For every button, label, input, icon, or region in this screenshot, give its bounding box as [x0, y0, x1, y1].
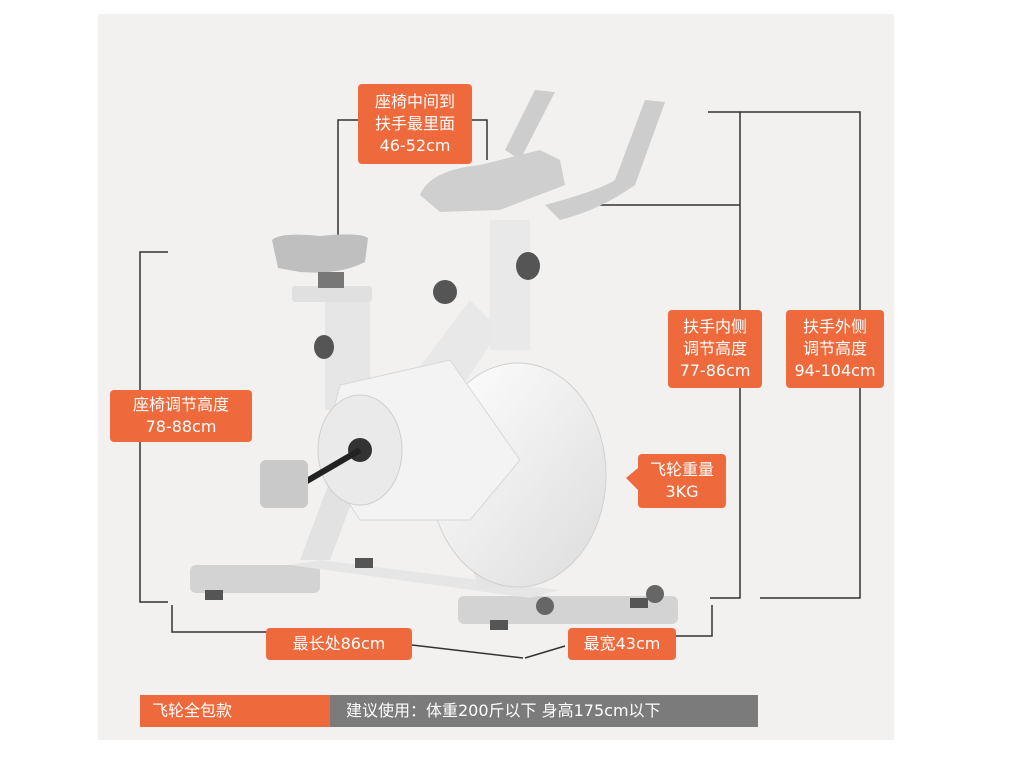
max-width-text: 最宽43cm: [583, 634, 661, 653]
callout-pointer: [626, 468, 638, 490]
footer-recommendation: 建议使用：体重200斤以下 身高175cm以下: [330, 695, 758, 727]
max-length-label: 最长处86cm: [266, 628, 412, 660]
flywheel: [260, 359, 607, 588]
handle-inner-height-label: 扶手内侧 调节高度 77-86cm: [668, 310, 762, 388]
footer-badge: 飞轮全包款: [140, 695, 330, 727]
max-width-label: 最宽43cm: [568, 628, 676, 660]
handle-inner-line1: 扶手内侧: [682, 317, 747, 336]
handle-outer-line1: 扶手外侧: [802, 317, 867, 336]
seat: [272, 234, 368, 359]
seat-height-line1: 座椅调节高度: [132, 395, 229, 414]
seat-height-label: 座椅调节高度 78-88cm: [110, 390, 252, 442]
seat-to-handle-label: 座椅中间到 扶手最里面 46-52cm: [358, 84, 472, 164]
max-length-text: 最长处86cm: [292, 634, 386, 653]
bike-base: [190, 558, 678, 630]
flywheel-weight-line1: 飞轮重量: [649, 460, 714, 479]
handlebar: [420, 90, 665, 304]
seat-to-handle-line2: 扶手最里面: [374, 114, 455, 133]
handle-inner-value: 77-86cm: [679, 361, 751, 380]
handle-outer-value: 94-104cm: [794, 361, 876, 380]
flywheel-weight-label: 飞轮重量 3KG: [638, 454, 726, 508]
flywheel-weight-value: 3KG: [665, 482, 699, 501]
seat-height-value: 78-88cm: [145, 417, 217, 436]
seat-to-handle-line1: 座椅中间到: [374, 92, 455, 111]
handle-outer-line2: 调节高度: [802, 339, 867, 358]
handle-inner-line2: 调节高度: [682, 339, 747, 358]
handle-outer-height-label: 扶手外侧 调节高度 94-104cm: [786, 310, 884, 388]
seat-to-handle-value: 46-52cm: [379, 136, 451, 155]
